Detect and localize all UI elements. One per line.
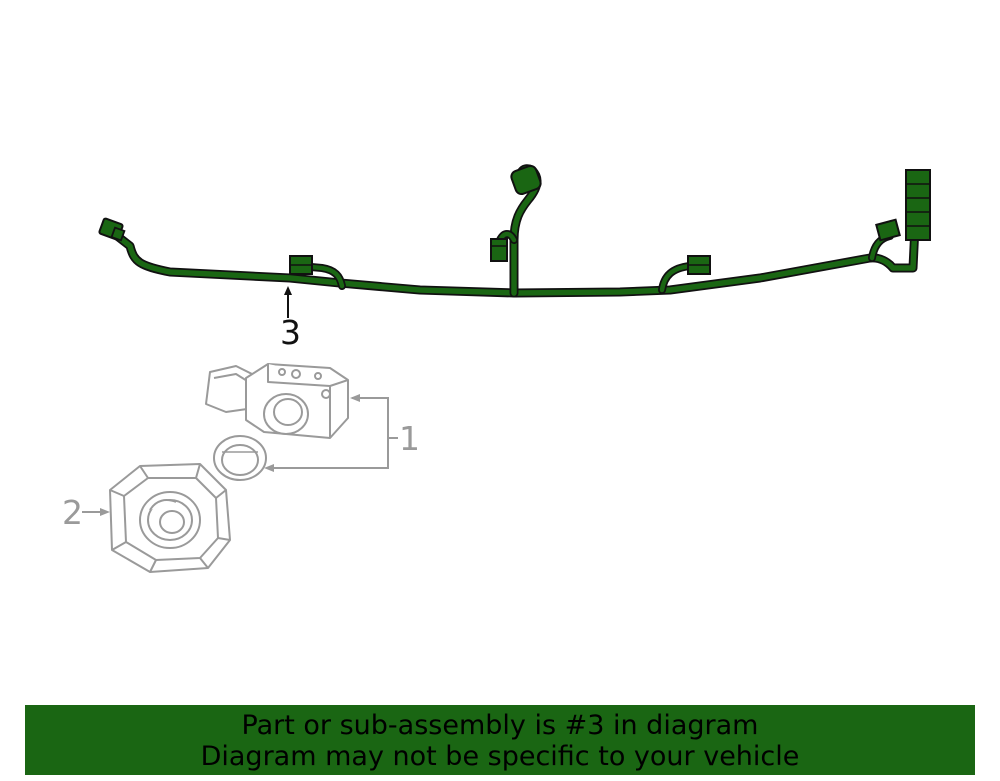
connector-left <box>289 255 313 275</box>
connector-right <box>687 255 711 275</box>
connector-right-block <box>905 169 931 241</box>
callout-3-label: 3 <box>280 313 301 352</box>
banner-line-2: Diagram may not be specific to your vehi… <box>200 741 800 772</box>
callout-3: 3 <box>280 286 301 352</box>
connector-center-stub <box>490 238 508 262</box>
connector-center-top <box>510 164 542 196</box>
connector-left-end <box>98 217 126 242</box>
banner-line-1: Part or sub-assembly is #3 in diagram <box>241 710 759 741</box>
sensor-retainer-ring[interactable] <box>213 435 267 481</box>
connector-right-end <box>875 218 901 242</box>
info-banner: Part or sub-assembly is #3 in diagram Di… <box>25 705 975 775</box>
sensor-mounting-bracket[interactable] <box>109 463 231 573</box>
park-assist-sensor[interactable] <box>205 363 349 439</box>
callout-1-label: 1 <box>399 419 420 458</box>
harness-trunk <box>109 202 919 296</box>
callout-1: 1 <box>264 394 420 472</box>
callout-2: 2 <box>62 493 110 532</box>
harness-branch-left <box>297 263 345 289</box>
wiring-harness[interactable] <box>98 164 931 298</box>
callout-2-label: 2 <box>62 493 83 532</box>
